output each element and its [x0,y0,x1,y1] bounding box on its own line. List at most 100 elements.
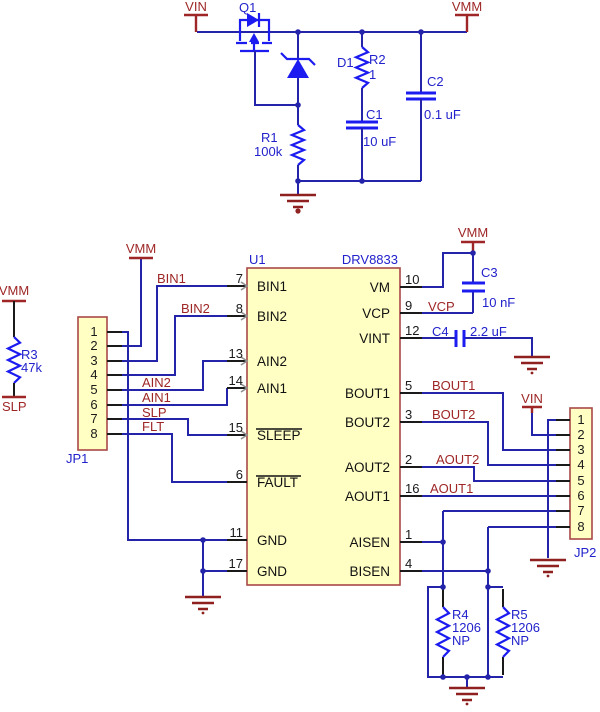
junction-dot [359,29,365,35]
u1-pin-num-6: 6 [236,467,243,482]
jp2-pin-8: 8 [577,519,584,534]
junction-dot [464,674,470,680]
junction-dot [440,584,446,590]
u1-ref-label: U1 [249,252,266,267]
jp1-pin-4: 4 [90,367,97,382]
q1-leads [238,32,271,41]
c3-plates [462,281,485,293]
r2-ref-label: R2 [369,52,386,67]
junction-dot [440,539,446,545]
bin2-wire [122,315,227,376]
junction-dot [485,568,491,574]
net-label-vmm-top: VMM [452,0,482,14]
slp-wire [122,418,227,436]
jp1-2-vmm-wire [122,258,142,347]
aout2-wire [422,466,556,482]
jp2-pin-1: 1 [577,412,584,427]
bin1-wire [122,285,227,362]
u1-pin-name-aout1: AOUT1 [345,489,390,504]
net-label-bout2: BOUT2 [432,407,475,422]
c2-ref-label: C2 [427,74,444,89]
jp1-pin-stubs [107,331,122,435]
net-label-aout2: AOUT2 [436,452,479,467]
jp1-pin-7: 7 [90,411,97,426]
jp2-body [569,407,593,540]
jp1-pin-5: 5 [90,382,97,397]
jp1-ref-label: JP1 [66,451,88,466]
net-label-vmm-left: VMM [0,283,29,298]
junction-dot [485,674,491,680]
jp2-1-gnd-wire [547,419,556,558]
junction-dot [200,568,206,574]
net-label-slp-left: SLP [2,399,27,414]
vint-wire [422,337,533,356]
mosfet-q1: Q1 [236,0,272,53]
bout1-wire [422,392,556,451]
net-label-vin-right: VIN [521,391,543,406]
r1-zigzag [289,124,307,166]
u1-pin-name-bisen: BISEN [349,564,390,579]
u1-pin-name-gnd1: GND [257,533,287,548]
junction-dot [295,29,301,35]
c4-value-label: 2.2 uF [470,324,507,339]
resistor-r1: R1 100k [254,124,307,181]
u1-pin-num-16: 16 [405,481,419,496]
ground-symbol-jp2 [530,558,566,578]
jp1-body [77,316,108,451]
u1-pin-num-11: 11 [230,525,244,540]
net-label-ain2: AIN2 [142,375,171,390]
jp2-pin-2: 2 [577,427,584,442]
r2-zigzag [353,46,371,89]
u1-left-pin-stubs [227,285,247,572]
vin-supply-symbol [184,13,208,32]
output-routing: BOUT1 BOUT2 AOUT2 AOUT1 VIN [422,378,566,587]
vm-wire [422,252,473,288]
u1-pin-name-vm: VM [370,280,390,295]
jp1-1-gnd-wire [122,331,227,541]
net-label-bin2: BIN2 [181,301,210,316]
jp1-pin-numbers: 1 2 3 4 5 6 7 8 [90,324,97,441]
u1-pin-name-sleep: SLEEP [257,428,301,443]
u1-pin-num-1: 1 [405,527,412,542]
net-label-slp-mid: SLP [142,405,167,420]
junction-dot [485,584,491,590]
junction-dot [295,178,301,184]
u1-pin-num-17: 17 [229,556,243,571]
u1-pin-name-aout2: AOUT2 [345,460,390,475]
jp2-pin-numbers: 1 2 3 4 5 6 7 8 [577,412,584,534]
u1-input-chevrons [240,281,249,440]
jp2-ref-label: JP2 [574,545,596,560]
r3-zigzag [5,336,23,384]
net-label-aout1: AOUT1 [430,481,473,496]
net-label-bin1: BIN1 [157,271,186,286]
c1-plates [346,120,378,130]
jp1-pin-2: 2 [90,338,97,353]
aisen-wire [422,510,556,587]
q1-gate-wire [254,51,298,106]
r4-value-label: 1206 [452,620,481,635]
c1-value-label: 10 uF [363,134,396,149]
r4-np-label: NP [452,633,470,648]
ain1-wire [122,388,228,406]
c3-value-label: 10 nF [482,295,515,310]
resistor-r2: R2 1 [353,32,386,122]
u1-pin-num-14: 14 [229,373,243,388]
r2-value-label: 1 [369,67,376,82]
junction-dot [359,178,365,184]
d1-triangle [287,59,309,78]
c4-plates [454,330,466,347]
r3-value-label: 47k [21,360,42,375]
u1-pin-num-3: 3 [405,407,412,422]
connector-jp2: JP2 1 2 3 4 5 6 7 8 [556,407,596,560]
ground-symbol-top [280,193,316,214]
q1-body-diode-triangle [247,13,259,27]
r1-ref-label: R1 [261,130,278,145]
sense-resistors: R4 1206 NP R5 1206 NP [427,584,540,706]
r4-zigzag [434,606,452,658]
jp2-pin-5: 5 [577,473,584,488]
connector-jp1: JP1 1 2 3 4 5 6 7 8 [66,316,122,466]
jp1-routing: VMM BIN1 BIN2 AIN2 AIN1 SLP FLT [122,241,228,541]
jp2-pin-3: 3 [577,442,584,457]
r5-ref-label: R5 [511,607,528,622]
